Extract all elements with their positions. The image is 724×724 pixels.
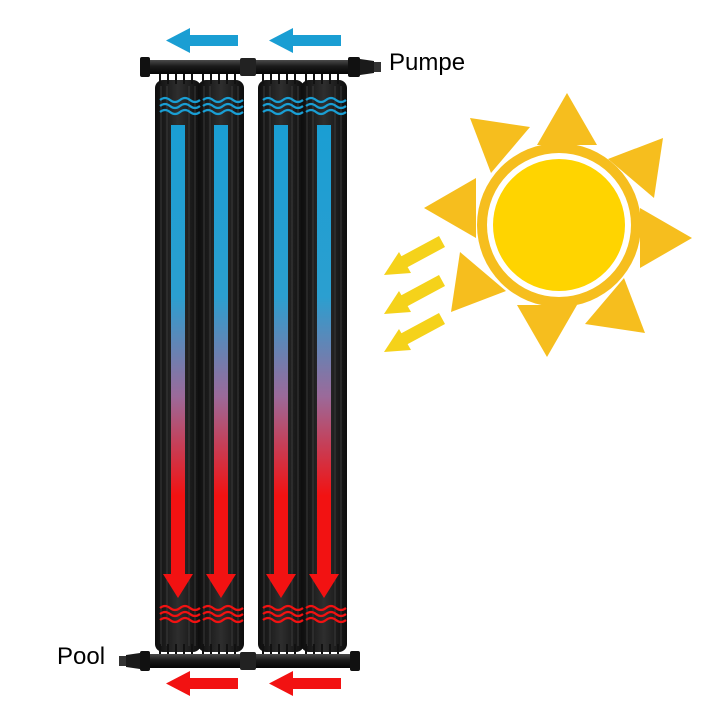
pump-label: Pumpe bbox=[389, 49, 466, 76]
cold-water-wave-icons bbox=[159, 96, 347, 116]
hot-water-wave-icons bbox=[159, 604, 347, 624]
solar-panel bbox=[301, 80, 347, 652]
bottom-manifold-pipe bbox=[119, 644, 360, 671]
flow-arrow-left-icon bbox=[269, 671, 341, 696]
bottom-flow-arrows bbox=[166, 671, 341, 696]
pool-label: Pool bbox=[57, 643, 106, 670]
top-manifold-pipe bbox=[140, 57, 381, 84]
flow-arrow-left-icon bbox=[166, 28, 238, 53]
ray-arrow-icon bbox=[384, 275, 445, 314]
solar-panel bbox=[155, 80, 201, 652]
solar-panel bbox=[198, 80, 244, 652]
top-flow-arrows bbox=[166, 28, 341, 53]
sun-icon bbox=[424, 93, 692, 357]
sun-ray-arrows bbox=[384, 236, 445, 352]
ray-arrow-icon bbox=[384, 313, 445, 352]
flow-arrow-left-icon bbox=[269, 28, 341, 53]
flow-arrow-left-icon bbox=[166, 671, 238, 696]
solar-panel bbox=[258, 80, 304, 652]
ray-arrow-icon bbox=[384, 236, 445, 275]
solar-panels bbox=[155, 80, 347, 652]
